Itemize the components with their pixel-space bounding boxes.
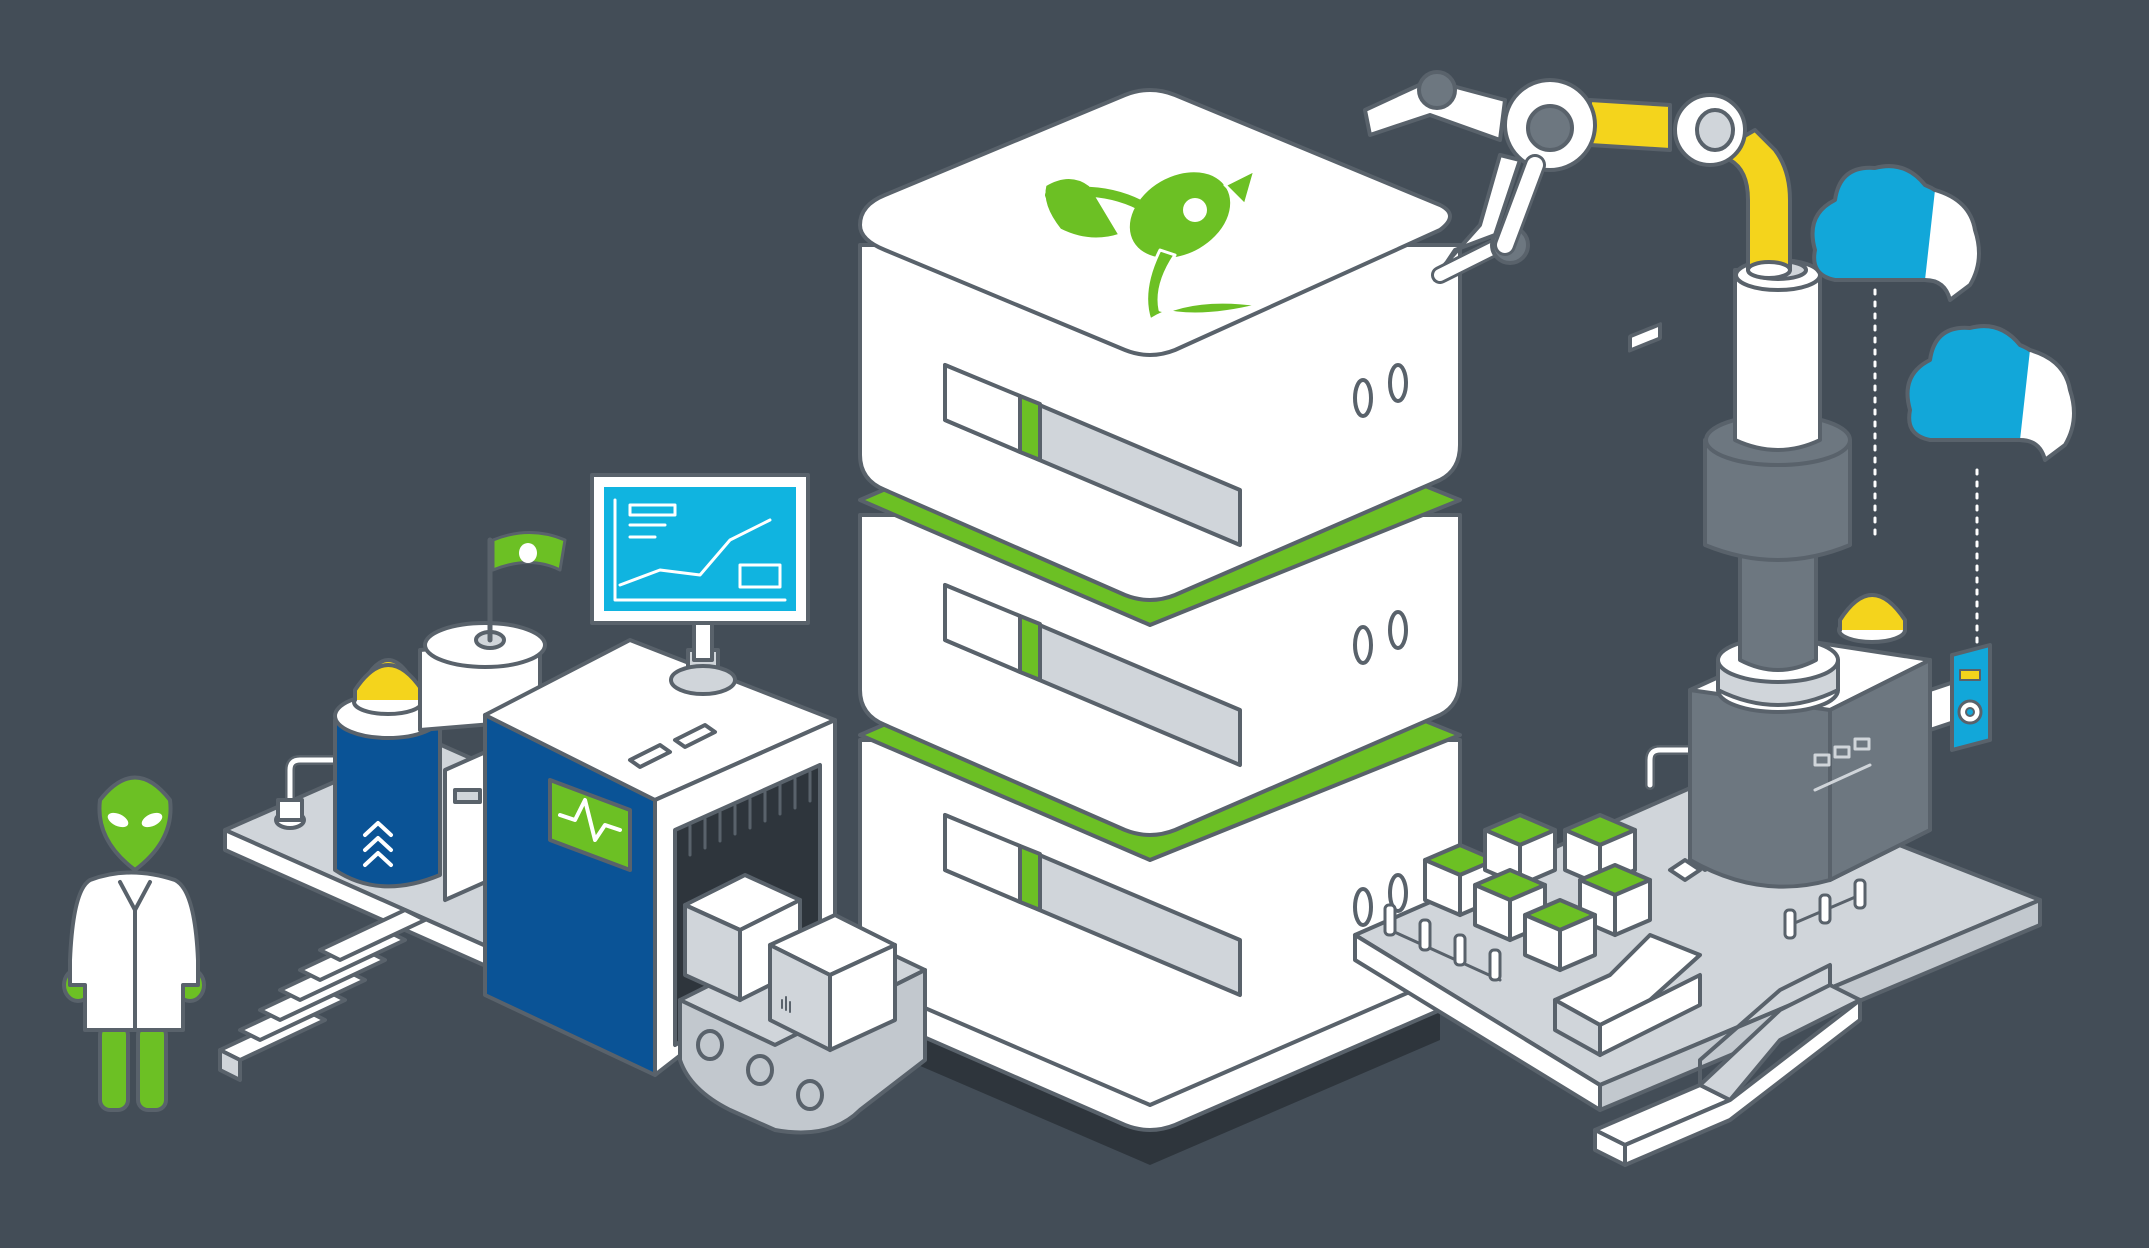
side-panel-device <box>1928 643 1992 752</box>
cart-box <box>1553 322 1702 1057</box>
blue-tank <box>333 658 443 889</box>
cardboard-box-2 <box>768 913 897 1052</box>
cloud-icon <box>1905 324 2076 462</box>
ramp-stairs <box>1593 963 1862 1167</box>
server-block-bottom <box>858 738 1462 1132</box>
rocket-icon <box>1042 168 1262 322</box>
chart-monitor-icon <box>590 473 810 696</box>
furnace-column <box>1703 258 1852 714</box>
cloud-connection-lines <box>1873 288 1979 647</box>
stairs <box>218 908 427 1082</box>
chevron-up-icon <box>363 821 393 867</box>
railings <box>1383 878 1867 982</box>
green-cubes <box>1423 813 1652 972</box>
heartbeat-icon <box>548 778 632 872</box>
server-block-middle <box>858 513 1462 837</box>
alien-scientist-icon <box>62 775 206 1112</box>
server-tower <box>858 88 1462 1165</box>
cloud-icon <box>1810 164 1981 302</box>
alien-flag-icon <box>487 531 567 643</box>
tunnel-slats <box>688 770 812 857</box>
robot-arm-icon <box>1363 70 1792 284</box>
